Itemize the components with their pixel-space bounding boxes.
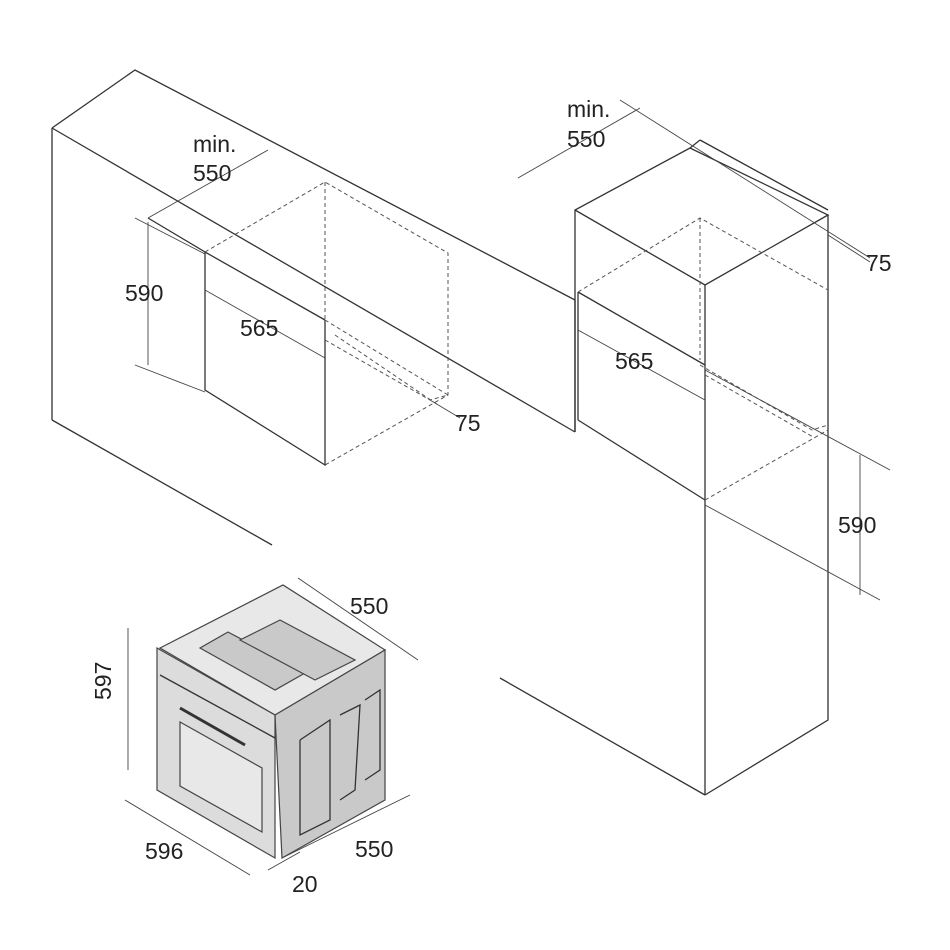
left-depth-label: 550	[193, 160, 232, 186]
left-height-label: 590	[125, 280, 164, 306]
oven	[156, 584, 387, 860]
oven-height-label: 597	[90, 661, 116, 700]
oven-depth-top-label: 550	[350, 593, 389, 619]
right-height-label: 590	[838, 512, 877, 538]
right-dimensions	[517, 99, 891, 601]
oven-width-label: 596	[145, 838, 184, 864]
left-width-label: 565	[240, 315, 279, 341]
oven-dimensions	[124, 577, 419, 876]
right-vent-label: 75	[866, 250, 892, 276]
left-vent-label: 75	[455, 410, 481, 436]
left-cabinet	[51, 69, 576, 546]
right-width-label: 565	[615, 348, 654, 374]
left-depth-prefix: min.	[193, 131, 237, 157]
right-depth-prefix: min.	[567, 96, 611, 122]
oven-handle	[179, 706, 246, 747]
oven-front-panel-label: 20	[292, 871, 318, 897]
oven-depth-bottom-label: 550	[355, 836, 394, 862]
right-depth-label: 550	[567, 126, 606, 152]
oven-window	[179, 720, 263, 834]
right-cabinet	[499, 139, 830, 796]
left-dimensions	[134, 149, 461, 419]
